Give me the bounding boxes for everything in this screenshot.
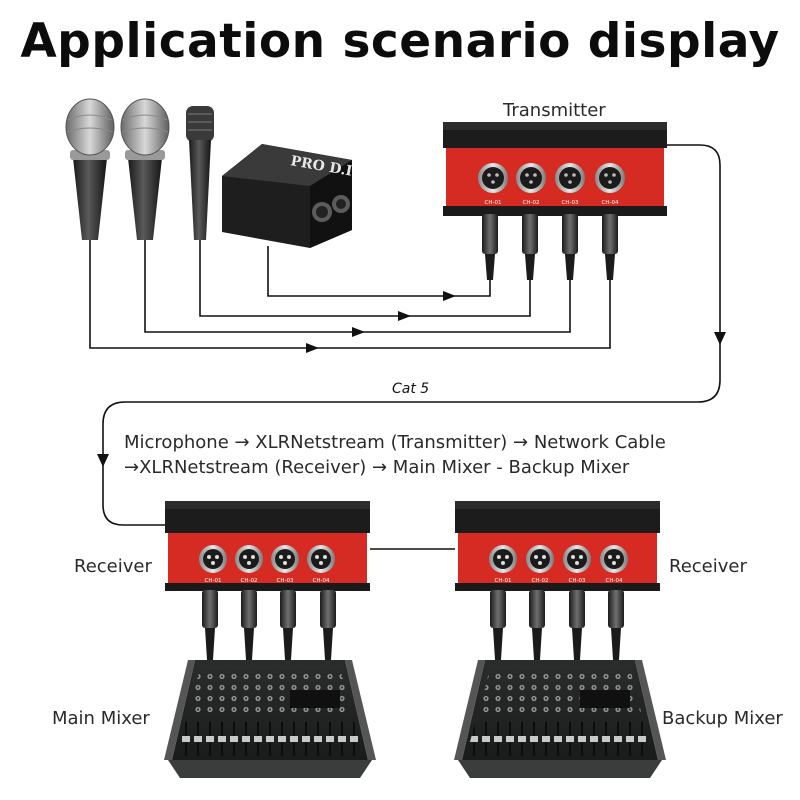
receiver-right-ch1-label: CH-01	[495, 578, 512, 584]
receiver-left-plugs	[202, 590, 336, 660]
microphone-3	[186, 106, 214, 240]
receiver-left-ch3-label: CH-03	[277, 578, 294, 584]
cable-arrows	[97, 332, 726, 467]
receiver-right-label: Receiver	[669, 556, 747, 577]
transmitter-ch4-label: CH-04	[602, 200, 619, 206]
receiver-left-device: CH-01 CH-02 CH-03 CH-04	[165, 501, 370, 591]
receiver-right-plugs	[490, 590, 624, 660]
transmitter-device: CH-01 CH-02 CH-03 CH-04	[443, 122, 667, 216]
receiver-left-ch4-label: CH-04	[313, 578, 330, 584]
microphone-1	[65, 98, 115, 240]
transmitter-label: Transmitter	[503, 100, 606, 121]
transmitter-ch1-label: CH-01	[485, 200, 502, 206]
receiver-right-ch3-label: CH-03	[569, 578, 586, 584]
receiver-left-label: Receiver	[74, 556, 152, 577]
signal-flow-description: Microphone → XLRNetstream (Transmitter) …	[124, 430, 666, 480]
main-mixer-label: Main Mixer	[52, 708, 150, 729]
transmitter-ch2-label: CH-02	[523, 200, 540, 206]
receiver-right-device: CH-01 CH-02 CH-03 CH-04	[455, 501, 660, 591]
receiver-left-ch1-label: CH-01	[205, 578, 222, 584]
page-title: Application scenario display	[20, 14, 780, 69]
cable-label: Cat 5	[392, 381, 430, 397]
backup-mixer-device	[454, 660, 666, 778]
receiver-right-ch4-label: CH-04	[606, 578, 623, 584]
transmitter-ch3-label: CH-03	[562, 200, 579, 206]
wire-arrows	[306, 291, 456, 353]
backup-mixer-label: Backup Mixer	[662, 708, 783, 729]
main-mixer-device	[164, 660, 376, 778]
receiver-right-ch2-label: CH-02	[532, 578, 549, 584]
transmitter-plugs	[482, 214, 618, 280]
description-line-2: →XLRNetstream (Receiver) → Main Mixer - …	[124, 457, 630, 478]
microphone-2	[120, 98, 170, 240]
description-line-1: Microphone → XLRNetstream (Transmitter) …	[124, 432, 666, 453]
receiver-left-ch2-label: CH-02	[241, 578, 258, 584]
di-box: PRO D.I	[222, 144, 353, 248]
cat5-cable	[102, 144, 721, 550]
